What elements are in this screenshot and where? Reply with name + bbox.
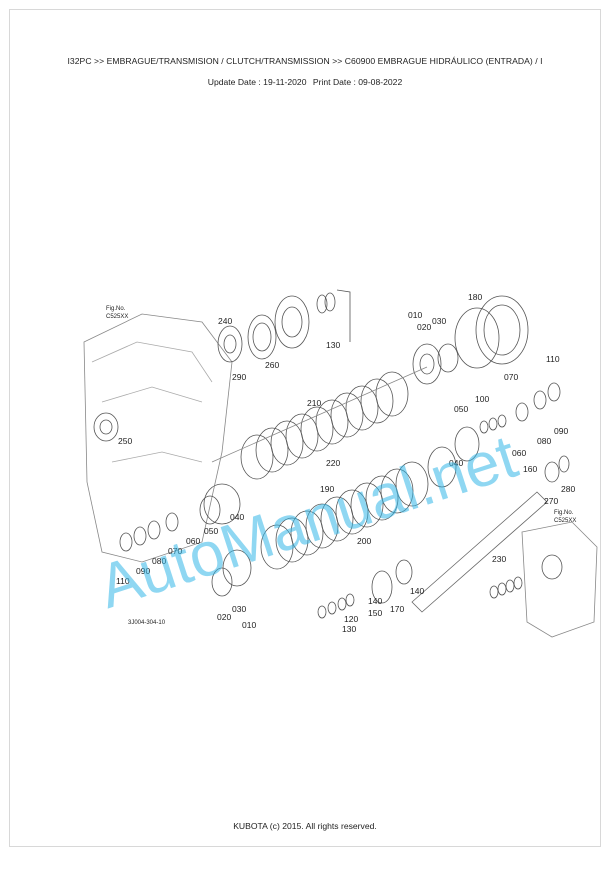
document-page: I32PC >> EMBRAGUE/TRANSMISION / CLUTCH/T… (9, 9, 601, 847)
part-label: 070 (504, 372, 518, 382)
part-label: 080 (152, 556, 166, 566)
part-label: 220 (326, 458, 340, 468)
part-label: 160 (523, 464, 537, 474)
part-label: 240 (218, 316, 232, 326)
part-label: 060 (186, 536, 200, 546)
part-label: 280 (561, 484, 575, 494)
part-label: 170 (390, 604, 404, 614)
part-label: 090 (136, 566, 150, 576)
part-label: 050 (454, 404, 468, 414)
part-label: 230 (492, 554, 506, 564)
part-label: 050 (204, 526, 218, 536)
update-date: Update Date : 19-11-2020 (207, 77, 307, 87)
part-label: 210 (307, 398, 321, 408)
part-label: 130 (342, 624, 356, 634)
part-label: 010 (242, 620, 256, 630)
exploded-parts-diagram: Fig.No. C525XX Fig.No. C525XX 3J004-304-… (83, 289, 598, 638)
part-label: 200 (357, 536, 371, 546)
copyright-notice: KUBOTA (c) 2015. All rights reserved. (233, 821, 377, 831)
part-label: 020 (417, 322, 431, 332)
part-label: 040 (230, 512, 244, 522)
fig-right-label: Fig.No. (554, 510, 574, 516)
part-label: 070 (168, 546, 182, 556)
document-dates: Update Date : 19-11-2020 Print Date : 09… (10, 77, 600, 87)
part-label: 120 (344, 614, 358, 624)
part-label: 290 (232, 372, 246, 382)
breadcrumb: I32PC >> EMBRAGUE/TRANSMISION / CLUTCH/T… (67, 56, 543, 66)
part-label: 250 (118, 436, 132, 446)
part-label: 140 (368, 596, 382, 606)
part-label: 110 (116, 576, 130, 586)
fig-left-code: C525XX (106, 314, 128, 320)
part-label: 270 (544, 496, 558, 506)
part-label: 180 (468, 292, 482, 302)
part-label: 020 (217, 612, 231, 622)
part-label: 150 (368, 608, 382, 618)
part-label: 030 (232, 604, 246, 614)
part-label: 040 (449, 458, 463, 468)
fig-right-code: C525XX (554, 518, 576, 524)
part-label: 030 (432, 316, 446, 326)
watermark: AutoManual.net (91, 422, 525, 622)
part-label: 060 (512, 448, 526, 458)
part-label: 190 (320, 484, 334, 494)
part-label: 260 (265, 360, 279, 370)
fig-left-label: Fig.No. (106, 306, 126, 312)
part-label: 140 (410, 586, 424, 596)
drawing-code: 3J004-304-10 (128, 620, 166, 626)
part-label: 080 (537, 436, 551, 446)
part-label: 010 (408, 310, 422, 320)
part-label: 130 (326, 340, 340, 350)
part-label: 100 (475, 394, 489, 404)
print-date: Print Date : 09-08-2022 (312, 77, 403, 87)
part-label: 090 (554, 426, 568, 436)
part-label: 110 (546, 354, 560, 364)
